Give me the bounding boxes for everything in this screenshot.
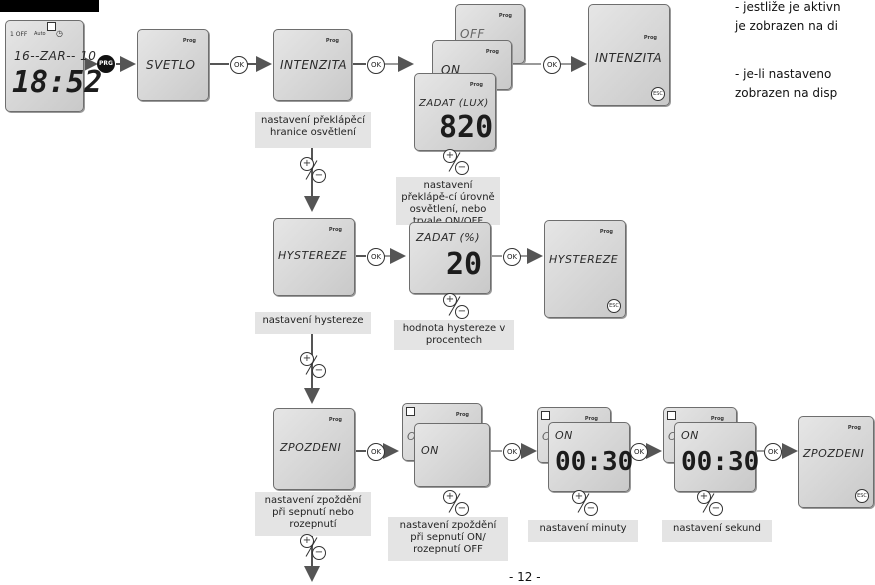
zpozdeni-end-text: ZPOZDENI [803, 447, 865, 460]
minus-icon[interactable]: − [455, 161, 469, 175]
prog-indicator: Prog [847, 425, 861, 431]
plus-minus-control[interactable]: + − [443, 293, 471, 319]
prog-indicator: Prog [328, 417, 342, 423]
minus-icon[interactable]: − [455, 502, 469, 516]
prog-indicator: Prog [498, 13, 512, 19]
esc-button[interactable]: ESC [607, 299, 621, 313]
display-zadat-lux: Prog ZADAT (LUX) 820 [414, 73, 496, 151]
intenzita-text: INTENZITA [280, 58, 348, 72]
ok-button[interactable]: OK [764, 443, 782, 461]
note-line-4: zobrazen na disp [735, 86, 838, 100]
note-line-2: je zobrazen na di [735, 19, 838, 33]
note-line-3: - je-li nastaveno [735, 67, 832, 81]
plus-minus-control[interactable]: + − [300, 157, 328, 183]
label-row1-main: nastavení překlápěcí hranice osvětlení [255, 112, 371, 148]
home-auto: Auto [34, 31, 46, 37]
bulb-icon [47, 22, 56, 31]
home-indicator: 1 OFF [10, 31, 28, 38]
minute-value: 00:30 [555, 447, 634, 477]
ok-button[interactable]: OK [367, 443, 385, 461]
plus-minus-control[interactable]: + − [300, 534, 328, 560]
minus-icon[interactable]: − [312, 169, 326, 183]
plus-icon[interactable]: + [572, 490, 586, 504]
prog-indicator: Prog [182, 38, 196, 44]
label-row2-sub: hodnota hystereze v procentech [394, 320, 514, 350]
display-zadat-pct: ZADAT (%) 20 [409, 222, 491, 294]
prog-indicator: Prog [469, 82, 483, 88]
prog-indicator: Prog [599, 229, 613, 235]
prog-indicator: Prog [325, 38, 339, 44]
minus-icon[interactable]: − [455, 305, 469, 319]
display-min-on: ON 00:30 [548, 422, 634, 492]
ok-button[interactable]: OK [630, 443, 648, 461]
minus-icon[interactable]: − [709, 502, 723, 516]
min-on-text: ON [555, 429, 573, 442]
intenzita-end-text: INTENZITA [595, 51, 663, 65]
esc-button[interactable]: ESC [651, 87, 665, 101]
ok-button[interactable]: OK [367, 56, 385, 74]
home-time: 18:52 [12, 65, 103, 100]
label-row2-main: nastavení hystereze [255, 312, 371, 334]
prog-indicator: Prog [455, 412, 469, 418]
prog-indicator: Prog [710, 416, 724, 422]
label-row3-main: nastavení zpoždění při sepnutí nebo roze… [255, 492, 371, 536]
page-number: - 12 - [509, 570, 541, 584]
prg-button[interactable]: PRG [97, 55, 115, 73]
ok-button[interactable]: OK [367, 248, 385, 266]
display-hystereze: Prog HYSTEREZE [273, 218, 355, 296]
display-intenzita-end: Prog INTENZITA ESC [588, 4, 670, 106]
plus-minus-control[interactable]: + − [572, 490, 600, 516]
plus-minus-control[interactable]: + − [697, 490, 725, 516]
ok-button[interactable]: OK [543, 56, 561, 74]
display-intenzita: Prog INTENZITA [273, 29, 352, 101]
ok-button[interactable]: OK [503, 248, 521, 266]
bulb-icon [541, 411, 550, 420]
display-zpozdeni-end: Prog ZPOZDENI ESC [798, 416, 874, 508]
home-date: 16--ZAR-- 10 [14, 49, 97, 63]
clock-icon: ◷ [56, 29, 63, 38]
minus-icon[interactable]: − [584, 502, 598, 516]
bulb-icon [667, 411, 676, 420]
display-zp-on: ON [414, 423, 490, 487]
bulb-icon [406, 407, 415, 416]
zadat-pct-text: ZADAT (%) [416, 231, 481, 244]
zp-on-text: ON [421, 444, 439, 457]
plus-minus-control[interactable]: + − [443, 149, 471, 175]
hystereze-text: HYSTEREZE [278, 249, 348, 262]
ok-button[interactable]: OK [503, 443, 521, 461]
sec-on-text: ON [681, 429, 699, 442]
plus-minus-control[interactable]: + − [443, 490, 471, 516]
prog-indicator: Prog [328, 227, 342, 233]
header-block [0, 0, 99, 12]
ok-button[interactable]: OK [230, 56, 248, 74]
prog-indicator: Prog [584, 416, 598, 422]
plus-minus-control[interactable]: + − [300, 352, 328, 378]
display-hystereze-end: Prog HYSTEREZE ESC [544, 220, 626, 318]
label-row3-sub: nastavení zpoždění při sepnutí ON/ rozep… [388, 517, 508, 561]
hystereze-value: 20 [446, 247, 483, 282]
svetlo-text: SVETLO [146, 58, 196, 72]
display-svetlo: Prog SVETLO [137, 29, 209, 101]
esc-button[interactable]: ESC [855, 489, 869, 503]
label-row3-min: nastavení minuty [528, 520, 638, 542]
note-line-1: - jestliže je aktivn [735, 0, 841, 14]
lux-value: 820 [439, 110, 494, 145]
second-value: 00:30 [681, 447, 760, 477]
minus-icon[interactable]: − [312, 364, 326, 378]
display-sec-on: ON 00:30 [674, 422, 760, 492]
zpozdeni-text: ZPOZDENI [280, 441, 342, 454]
display-zpozdeni: Prog ZPOZDENI [273, 408, 355, 490]
label-row1-sub: nastavení překlápě-cí úrovně osvětlení, … [396, 177, 500, 227]
off-text: OFF [460, 27, 485, 41]
label-row3-sec: nastavení sekund [662, 520, 772, 542]
home-display: 1 OFF Auto ◷ 16--ZAR-- 10 18:52 [5, 20, 102, 112]
hystereze-end-text: HYSTEREZE [549, 253, 619, 266]
prog-indicator: Prog [643, 35, 657, 41]
prog-indicator: Prog [485, 49, 499, 55]
minus-icon[interactable]: − [312, 546, 326, 560]
zadat-lux-text: ZADAT (LUX) [419, 98, 489, 109]
